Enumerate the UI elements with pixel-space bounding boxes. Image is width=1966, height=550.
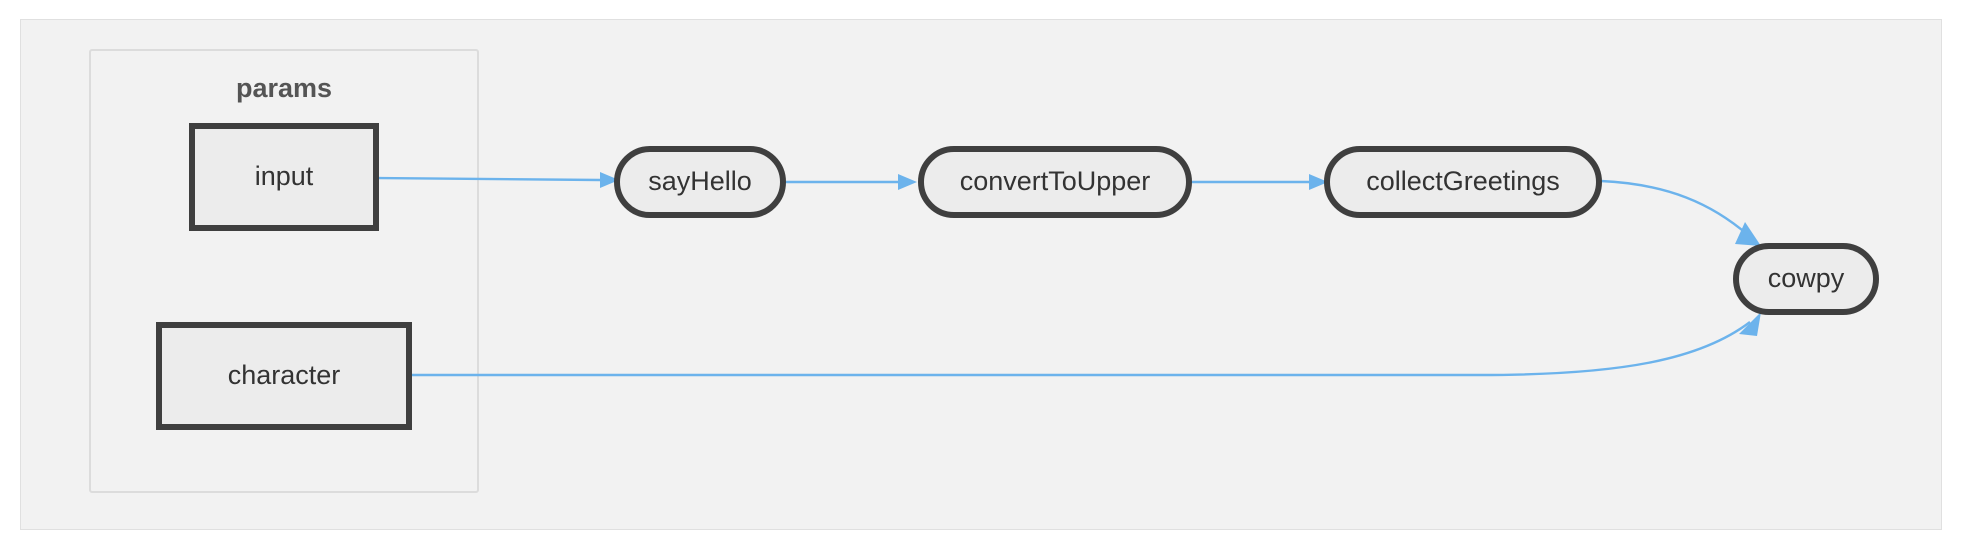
- node-character[interactable]: character: [156, 322, 412, 430]
- edge-convertToUpper-collectGreetings-arrowhead: [1309, 174, 1328, 190]
- edge-collectGreetings-cowpy-line: [1600, 179, 1749, 236]
- node-cowpy[interactable]: cowpy: [1733, 243, 1879, 315]
- node-convertToUpper-label: convertToUpper: [960, 166, 1151, 196]
- cluster-params-label: params: [236, 73, 332, 103]
- edge-character-cowpy-line: [410, 321, 1751, 377]
- node-convertToUpper-shape[interactable]: [918, 146, 1192, 218]
- edge-input-sayHello-line: [375, 176, 601, 182]
- edge-input-sayHello-arrowhead: [600, 172, 619, 188]
- node-input-label: input: [255, 161, 314, 191]
- node-character-shape[interactable]: [156, 322, 412, 430]
- node-sayHello-label: sayHello: [648, 166, 752, 196]
- node-cowpy-shape[interactable]: [1733, 243, 1879, 315]
- node-character-label: character: [228, 360, 341, 390]
- node-collectGreetings[interactable]: collectGreetings: [1324, 146, 1602, 218]
- node-sayHello[interactable]: sayHello: [614, 146, 786, 218]
- edge-character-to-cowpy: [410, 312, 1761, 377]
- node-collectGreetings-shape[interactable]: [1324, 146, 1602, 218]
- edge-collectGreetings-to-cowpy: [1600, 179, 1761, 246]
- node-collectGreetings-label: collectGreetings: [1366, 166, 1560, 196]
- node-input-shape[interactable]: [189, 123, 379, 231]
- node-convertToUpper[interactable]: convertToUpper: [918, 146, 1192, 218]
- edge-input-to-sayHello: [375, 172, 619, 188]
- edge-sayHello-convertToUpper-arrowhead: [898, 174, 917, 190]
- edge-convertToUpper-to-collectGreetings: [1192, 174, 1328, 190]
- node-sayHello-shape[interactable]: [614, 146, 786, 218]
- node-cowpy-label: cowpy: [1768, 263, 1845, 293]
- edge-sayHello-to-convertToUpper: [786, 174, 917, 190]
- edge-collectGreetings-cowpy-arrowhead: [1735, 222, 1761, 246]
- node-input[interactable]: input: [189, 123, 379, 231]
- edge-character-cowpy-arrowhead: [1739, 312, 1761, 336]
